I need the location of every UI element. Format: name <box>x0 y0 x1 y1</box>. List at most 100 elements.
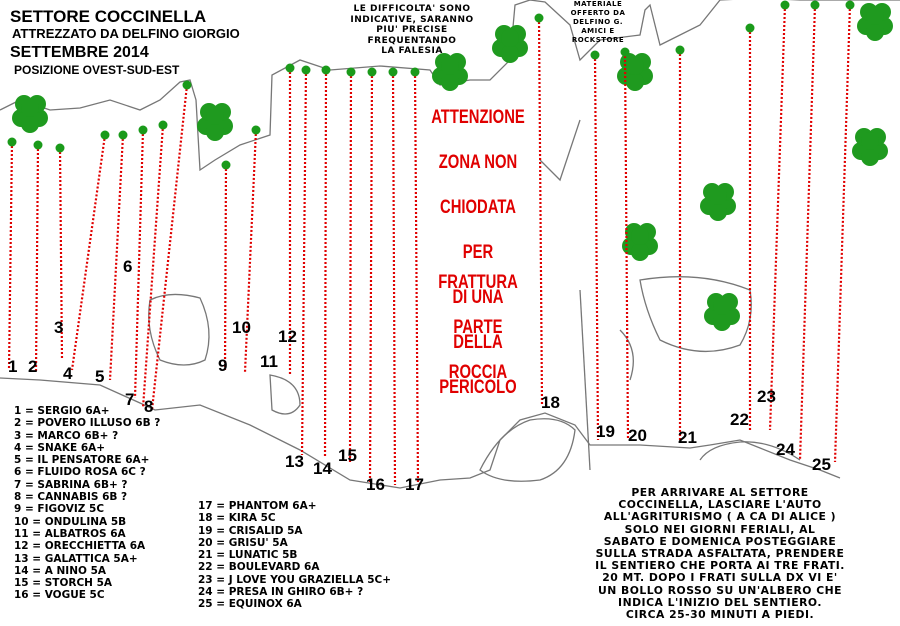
access-line: UN BOLLO ROSSO SU UN'ALBERO CHE <box>597 583 843 597</box>
route-line <box>413 71 420 485</box>
tree-icon <box>700 183 736 221</box>
route-number-label: 21 <box>678 428 697 447</box>
anchor-dot <box>118 130 128 140</box>
route-number-label: 12 <box>278 327 297 346</box>
note-line: DELFINO G. <box>572 18 624 26</box>
legend-item: 21 = LUNATIC 5B <box>198 549 298 562</box>
route-legend-left: 1 = SERGIO 6A+2 = POVERO ILLUSO 6B ?3 = … <box>14 405 160 602</box>
legend-item: 2 = POVERO ILLUSO 6B ? <box>14 417 161 430</box>
anchor-dot <box>182 80 192 90</box>
orientation: POSIZIONE OVEST-SUD-EST <box>14 63 180 77</box>
note-line: PIU' PRECISE <box>376 25 448 35</box>
route-number-label: 2 <box>28 357 38 376</box>
route-number-label: 8 <box>144 397 154 416</box>
route-line <box>243 129 258 373</box>
legend-item: 8 = CANNABIS 6B ? <box>14 491 128 504</box>
access-line: COCCINELLA, LASCIARE L'AUTO <box>618 498 822 512</box>
warning-unbolted-zone: ATTENZIONE ZONA NON CHIODATA PER FRATTUR… <box>431 103 525 418</box>
anchor-dot <box>810 0 820 10</box>
legend-item: 18 = KIRA 5C <box>198 512 276 525</box>
warning-line: DI UNA PARTE <box>452 287 504 338</box>
route-number-label: 3 <box>54 318 64 337</box>
route-line <box>300 69 308 456</box>
legend-item: 14 = A NINO 5A <box>14 564 106 577</box>
warning-line: ATTENZIONE <box>431 107 525 128</box>
legend-item: 16 = VOGUE 5C <box>14 589 105 602</box>
route-line <box>768 4 787 431</box>
access-line: PER ARRIVARE AL SETTORE <box>631 486 809 499</box>
legend-item: 10 = ONDULINA 5B <box>14 515 127 528</box>
legend-item: 13 = GALATTICA 5A+ <box>14 552 138 565</box>
legend-item: 5 = IL PENSATORE 6A+ <box>14 454 150 467</box>
anchor-dot <box>367 67 377 77</box>
anchor-dot <box>845 0 855 10</box>
route-line <box>150 84 189 411</box>
legend-item: 9 = FIGOVIZ 5C <box>14 503 105 516</box>
access-line: CIRCA 25-30 MINUTI A PIEDI. <box>625 608 815 622</box>
anchor-dot <box>410 67 420 77</box>
access-line: INDICA L'INIZIO DEL SENTIERO. <box>618 595 822 609</box>
note-line: LE DIFFICOLTA' SONO <box>353 4 471 14</box>
access-line: IL SENTIERO CHE PORTA AI TRE FRATI. <box>595 559 845 573</box>
route-line <box>133 129 145 399</box>
route-line <box>593 54 600 441</box>
date: SETTEMBRE 2014 <box>10 44 149 61</box>
access-line: SOLO NEI GIORNI FERIALI, AL <box>624 522 816 536</box>
route-line <box>70 134 107 371</box>
tree-icon <box>492 25 528 63</box>
anchor-dot <box>158 120 168 130</box>
route-line <box>34 144 40 373</box>
route-number-label: 22 <box>730 410 749 429</box>
tree-icon <box>432 53 468 91</box>
access-line: SABATO E DOMENICA POSTEGGIARE <box>603 534 837 548</box>
route-line <box>537 17 544 406</box>
tree-icon <box>617 53 653 91</box>
route-number-label: 1 <box>8 357 18 376</box>
legend-item: 15 = STORCH 5A <box>14 577 113 590</box>
route-number-label: 6 <box>123 257 133 276</box>
anchor-dot <box>388 67 398 77</box>
legend-item: 6 = FLUIDO ROSA 6C ? <box>14 466 146 479</box>
note-line: LA FALESIA <box>381 46 443 56</box>
anchor-dot <box>138 125 148 135</box>
route-line <box>798 4 817 461</box>
anchor-dot <box>346 67 356 77</box>
route-number-label: 7 <box>125 390 135 409</box>
legend-item: 3 = MARCO 6B+ ? <box>14 429 119 442</box>
route-number-label: 25 <box>812 455 831 474</box>
route-line <box>108 134 125 381</box>
legend-item: 20 = GRISU' 5A <box>198 536 288 549</box>
note-line: AMICI E <box>581 27 615 35</box>
anchor-dot <box>745 23 755 33</box>
route-line <box>391 71 397 486</box>
note-line: ROCKSTORE <box>571 36 625 44</box>
anchor-dot <box>590 50 600 60</box>
anchor-dot <box>285 63 295 73</box>
note-line: OFFERTO DA <box>570 9 626 17</box>
anchor-dot <box>534 13 544 23</box>
route-number-label: 9 <box>218 356 228 375</box>
route-line <box>368 71 374 483</box>
anchor-dot <box>251 125 261 135</box>
tree-icon <box>622 223 658 261</box>
warning-line: DELLA ROCCIA <box>448 332 508 383</box>
route-number-label: 19 <box>596 422 615 441</box>
anchor-dot <box>7 137 17 147</box>
anchor-dot <box>321 65 331 75</box>
anchor-dot <box>780 0 790 10</box>
legend-item: 12 = ORECCHIETTA 6A <box>14 540 146 553</box>
route-number-label: 4 <box>63 364 73 383</box>
route-line <box>7 141 14 371</box>
trees <box>12 3 893 331</box>
route-line <box>833 4 852 463</box>
route-number-label: 16 <box>366 475 385 494</box>
anchor-dot <box>675 45 685 55</box>
note-line: FREQUENTANDO <box>367 35 457 46</box>
tree-icon <box>857 3 893 41</box>
route-number-label: 24 <box>776 440 795 459</box>
legend-item: 17 = PHANTOM 6A+ <box>198 500 317 512</box>
route-line <box>623 51 630 441</box>
